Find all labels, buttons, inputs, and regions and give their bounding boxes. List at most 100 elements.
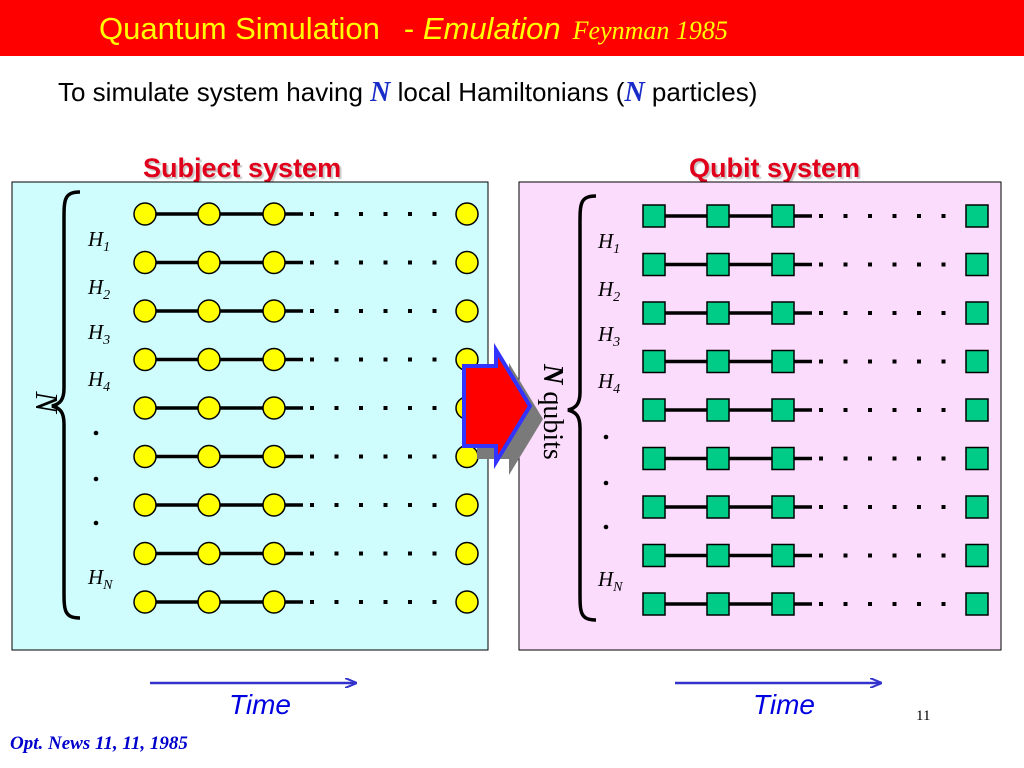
qubit-node	[706, 543, 730, 568]
subject-hamiltonian-label-sub: 4	[103, 380, 110, 395]
ellipsis-dot	[383, 260, 388, 265]
ellipsis-dot	[334, 454, 339, 459]
ellipsis-dot	[868, 505, 872, 509]
particle-node	[133, 396, 157, 420]
ellipsis-dot	[819, 456, 823, 461]
ellipsis-dot	[941, 505, 946, 509]
ellipsis-dot	[383, 503, 388, 507]
time-label-left: Time	[229, 689, 291, 720]
qubit-hamiltonian-label-sub: 3	[612, 335, 620, 350]
title-main: Quantum Simulation	[99, 11, 380, 46]
ellipsis-dot	[359, 406, 363, 410]
subject-hamiltonian-label-sub: 3	[102, 333, 110, 348]
ellipsis-dot	[843, 262, 848, 267]
qubit-row	[642, 446, 989, 471]
ellipsis-dot	[892, 602, 897, 606]
ellipsis-dot	[892, 408, 897, 412]
ellipsis-dot	[310, 212, 314, 216]
ellipsis-dot	[941, 553, 946, 558]
title-emphasis: Emulation	[422, 11, 561, 46]
subtitle-mid: local Hamiltonians (	[390, 77, 625, 107]
qubit-node	[642, 495, 666, 519]
ellipsis-dot	[843, 505, 848, 509]
ellipsis-dot	[432, 406, 437, 410]
ellipsis-dot	[843, 456, 848, 461]
subtitle-n-particles: N	[624, 77, 645, 108]
ellipsis-dot	[917, 359, 921, 364]
qubit-hamiltonian-label-sub: 2	[613, 290, 620, 305]
qubit-hamiltonian-label-base: H	[597, 229, 615, 253]
ellipsis-dot	[334, 406, 339, 410]
qubit-hamiltonian-ellipsis-dot	[603, 524, 609, 530]
ellipsis-dot	[310, 309, 314, 313]
ellipsis-dot	[432, 454, 437, 459]
ellipsis-dot	[408, 260, 412, 265]
particle-row	[133, 347, 479, 372]
qubit-node	[642, 446, 666, 471]
particle-node	[262, 396, 286, 420]
qubit-node	[706, 349, 730, 374]
qubit-node	[965, 446, 989, 471]
qubit-row	[642, 301, 989, 325]
ellipsis-dot	[359, 454, 363, 459]
ellipsis-dot	[432, 357, 437, 362]
ellipsis-dot	[310, 406, 314, 410]
particle-node	[262, 493, 286, 517]
ellipsis-dot	[334, 357, 339, 362]
ellipsis-dot	[310, 454, 314, 459]
ellipsis-dot	[917, 262, 921, 267]
ellipsis-dot	[892, 262, 897, 267]
ellipsis-dot	[941, 262, 946, 267]
qubit-node	[771, 446, 795, 471]
qubit-node	[771, 204, 795, 228]
particle-node	[197, 396, 221, 420]
qubit-hamiltonian-label-base: H	[597, 567, 615, 591]
qubit-hamiltonian-label-sub: 4	[613, 382, 620, 397]
particle-row	[133, 202, 479, 226]
subject-hamiltonian-ellipsis-dot	[93, 520, 99, 526]
ellipsis-dot	[819, 214, 823, 218]
qubit-node	[965, 592, 989, 616]
particle-node	[133, 347, 157, 372]
ellipsis-dot	[868, 359, 872, 364]
qubit-row	[642, 543, 989, 568]
ellipsis-dot	[359, 503, 363, 507]
reference-citation: Opt. News 11, 11, 1985	[10, 733, 188, 754]
particle-node	[197, 202, 221, 226]
ellipsis-dot	[868, 408, 872, 412]
subject-hamiltonian-label: H3	[87, 320, 110, 348]
ellipsis-dot	[843, 602, 848, 606]
subject-system-panel	[11, 181, 489, 651]
particle-node	[133, 541, 157, 566]
particle-node	[455, 444, 479, 469]
ellipsis-dot	[843, 214, 848, 218]
ellipsis-dot	[892, 359, 897, 364]
particle-node	[133, 299, 157, 323]
ellipsis-dot	[941, 214, 946, 218]
ellipsis-dot	[892, 505, 897, 509]
qubit-brace-text: qubits	[537, 384, 568, 459]
qubit-row	[642, 592, 989, 616]
qubit-node	[642, 349, 666, 374]
qubit-node	[771, 398, 795, 422]
ellipsis-dot	[941, 602, 946, 606]
subject-hamiltonian-label-sub: 1	[103, 240, 110, 255]
particle-row	[133, 444, 479, 469]
ellipsis-dot	[868, 214, 872, 218]
qubit-rows	[642, 204, 989, 616]
qubit-brace-label: N qubits	[537, 363, 568, 460]
subject-particle-rows	[133, 202, 479, 614]
ellipsis-dot	[868, 602, 872, 606]
ellipsis-dot	[843, 408, 848, 412]
subject-hamiltonian-label-base: H	[87, 565, 105, 589]
qubit-hamiltonian-label: H3	[597, 322, 620, 350]
title-bar	[0, 0, 1024, 56]
ellipsis-dot	[917, 408, 921, 412]
qubit-row	[642, 349, 989, 374]
particle-node	[262, 590, 286, 614]
ellipsis-dot	[334, 309, 339, 313]
ellipsis-dot	[359, 357, 363, 362]
